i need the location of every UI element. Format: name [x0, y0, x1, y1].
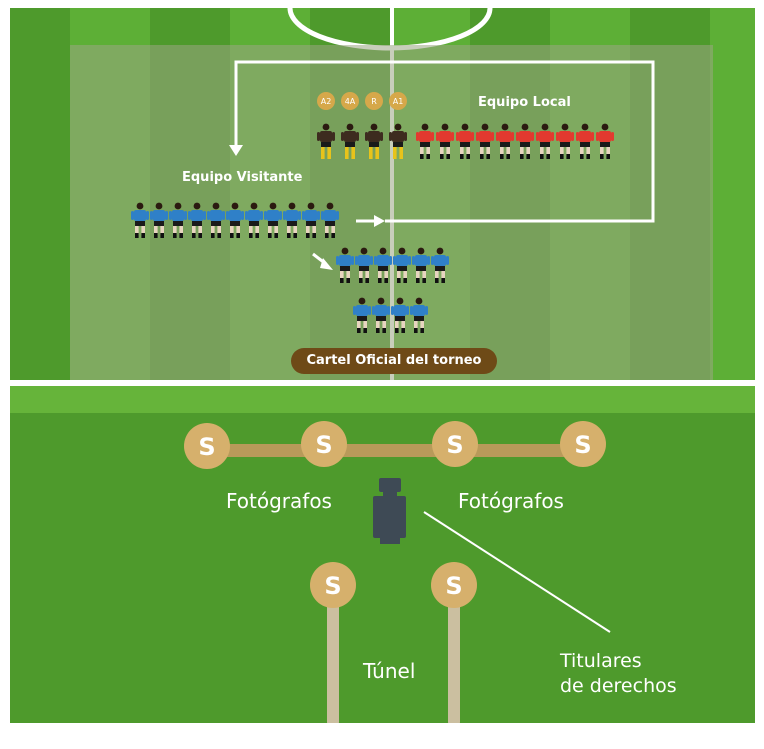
photographer-marker [184, 423, 230, 469]
badge-r: R [371, 97, 377, 106]
marker-letter: S [446, 431, 463, 459]
sideline-strip [10, 386, 755, 413]
photographers-right-label: Fotógrafos [458, 489, 564, 513]
photographer-marker [301, 421, 347, 467]
photographer-marker [560, 421, 606, 467]
rights-holders-line2: de derechos [560, 675, 677, 697]
marker-letter: S [445, 572, 462, 600]
marker-letter: S [574, 431, 591, 459]
badge-4a: 4A [345, 97, 356, 106]
tunnel-pole [327, 585, 339, 728]
route-arrow-down-icon [229, 145, 243, 156]
official-badges: A2 4A R A1 [317, 92, 407, 110]
touchline [10, 380, 755, 386]
walkout-route [234, 60, 655, 223]
photographer-markers: S S S S [184, 421, 606, 469]
route-arrow-right-icon [374, 215, 385, 227]
rights-holders-pointer [423, 511, 611, 633]
diag-arrow-icon [320, 258, 333, 270]
photographer-rail [207, 444, 584, 457]
photographer-marker [432, 421, 478, 467]
rights-holders-label: Titulares de derechos [560, 649, 677, 699]
official-banner: Cartel Oficial del torneo [291, 348, 497, 374]
rights-holders-line1: Titulares [560, 650, 642, 672]
photographers-left-label: Fotógrafos [226, 489, 332, 513]
tunnel-label: Túnel [363, 659, 416, 683]
away-team-label: Equipo Visitante [182, 170, 303, 185]
tunnel-pole [448, 585, 460, 728]
marker-letter: S [198, 433, 215, 461]
marker-letter: S [324, 572, 341, 600]
badge-a2: A2 [321, 97, 332, 106]
sideline-area [10, 413, 755, 723]
home-team-label: Equipo Local [478, 95, 571, 110]
camera-icon [373, 478, 406, 544]
tunnel-marker [310, 562, 356, 608]
marker-letter: S [315, 431, 332, 459]
tunnel: S S [310, 562, 477, 728]
badge-a1: A1 [393, 97, 404, 106]
tunnel-marker [431, 562, 477, 608]
